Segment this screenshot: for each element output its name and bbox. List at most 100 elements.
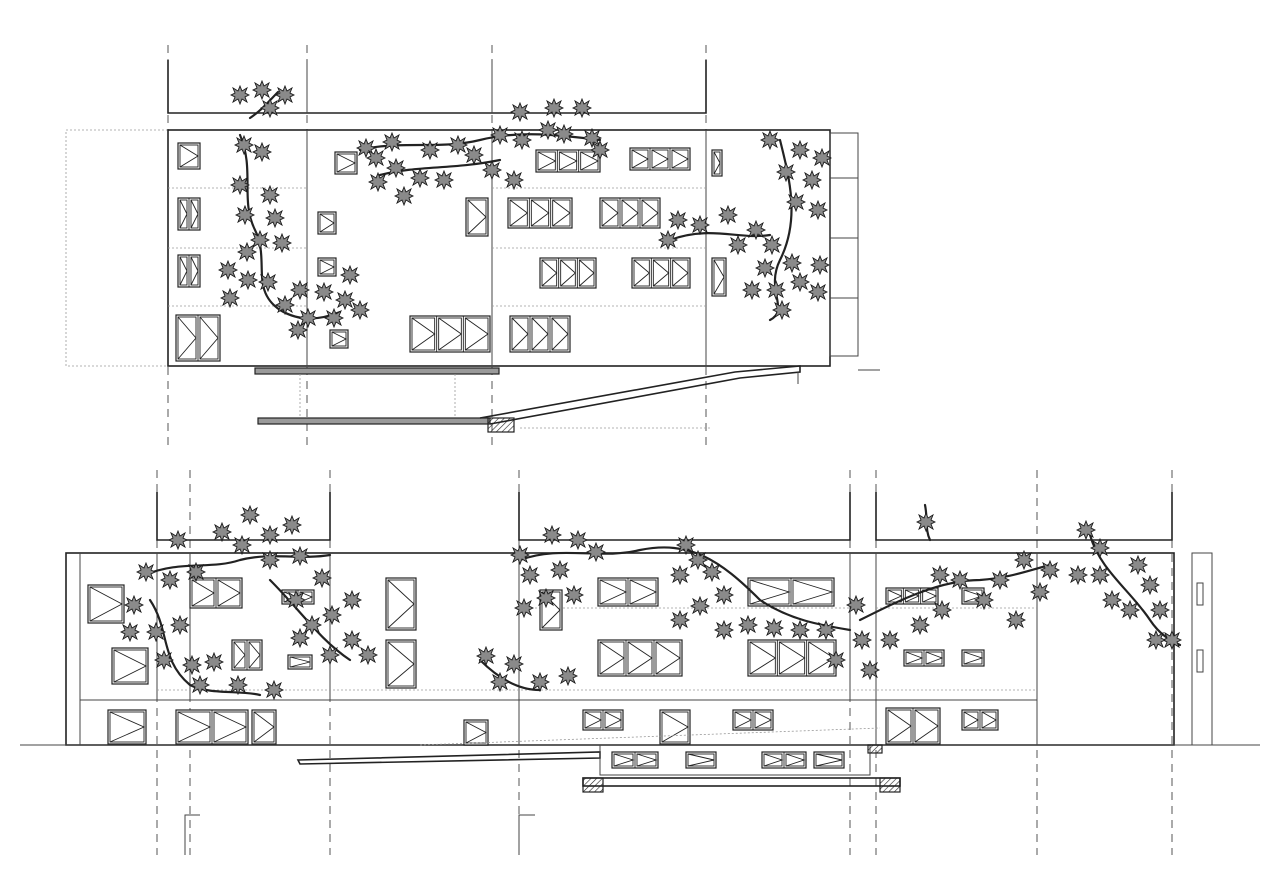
window xyxy=(409,315,491,353)
leaf-icon xyxy=(790,620,810,640)
leaf-icon xyxy=(790,140,810,160)
leaf-icon xyxy=(1150,600,1170,620)
leaf-icon xyxy=(586,542,606,562)
leaf-icon xyxy=(282,515,302,535)
leaf-icon xyxy=(324,308,344,328)
leaf-icon xyxy=(275,85,295,105)
window xyxy=(385,577,417,631)
leaf-icon xyxy=(536,588,556,608)
leaf-icon xyxy=(558,666,578,686)
leaf-icon xyxy=(1090,565,1110,585)
leaf-icon xyxy=(490,672,510,692)
window xyxy=(287,654,313,670)
window xyxy=(961,649,985,667)
leaf-icon xyxy=(448,135,468,155)
leaf-icon xyxy=(420,140,440,160)
leaf-icon xyxy=(234,135,254,155)
leaf-icon xyxy=(286,590,306,610)
leaf-icon xyxy=(880,630,900,650)
window xyxy=(539,589,563,631)
leaf-icon xyxy=(368,172,388,192)
leaf-icon xyxy=(252,80,272,100)
leaf-icon xyxy=(810,255,830,275)
window xyxy=(317,211,337,235)
leaf-icon xyxy=(186,562,206,582)
window xyxy=(463,719,489,746)
leaf-icon xyxy=(1014,550,1034,570)
leaf-icon xyxy=(394,186,414,206)
leaf-icon xyxy=(510,102,530,122)
leaf-icon xyxy=(1090,538,1110,558)
upper-neighbour-outline xyxy=(65,129,169,367)
leaf-icon xyxy=(288,320,308,340)
leaf-icon xyxy=(258,272,278,292)
window xyxy=(885,707,941,745)
leaf-icon xyxy=(766,280,786,300)
window xyxy=(599,197,661,229)
leaf-icon xyxy=(312,568,332,588)
leaf-icon xyxy=(572,98,592,118)
leaf-icon xyxy=(464,145,484,165)
leaf-icon xyxy=(542,525,562,545)
leaf-icon xyxy=(1030,582,1050,602)
window xyxy=(385,639,417,689)
leaf-icon xyxy=(760,130,780,150)
leaf-icon xyxy=(232,535,252,555)
leaf-icon xyxy=(252,142,272,162)
leaf-icon xyxy=(314,282,334,302)
leaf-icon xyxy=(230,85,250,105)
window xyxy=(761,751,807,769)
leaf-icon xyxy=(136,562,156,582)
leaf-icon xyxy=(124,595,144,615)
window xyxy=(747,577,835,607)
leaf-icon xyxy=(1040,560,1060,580)
leaf-icon xyxy=(272,233,292,253)
leaf-icon xyxy=(544,98,564,118)
leaf-icon xyxy=(120,622,140,642)
leaf-icon xyxy=(668,210,688,230)
leaf-icon xyxy=(564,585,584,605)
leaf-icon xyxy=(728,235,748,255)
leaf-icon xyxy=(690,596,710,616)
leaf-icon xyxy=(235,205,255,225)
leaf-icon xyxy=(260,185,280,205)
leaf-icon xyxy=(786,192,806,212)
window xyxy=(597,639,683,677)
leaf-icon xyxy=(386,158,406,178)
leaf-icon xyxy=(290,628,310,648)
leaf-icon xyxy=(776,162,796,182)
leaf-icon xyxy=(1102,590,1122,610)
leaf-icon xyxy=(342,590,362,610)
window xyxy=(629,147,691,171)
leaf-icon xyxy=(358,645,378,665)
leaf-icon xyxy=(320,645,340,665)
lower-roof-parapet xyxy=(156,492,1173,541)
leaf-icon xyxy=(1140,575,1160,595)
leaf-icon xyxy=(676,535,696,555)
leaf-icon xyxy=(290,280,310,300)
leaf-icon xyxy=(808,200,828,220)
leaf-icon xyxy=(718,205,738,225)
leaf-icon xyxy=(322,605,342,625)
leaf-icon xyxy=(504,654,524,674)
leaf-icon xyxy=(1146,630,1166,650)
upper-grid-axes xyxy=(167,45,707,445)
leaf-icon xyxy=(772,300,792,320)
leaf-icon xyxy=(168,530,188,550)
leaf-icon xyxy=(950,570,970,590)
leaf-icon xyxy=(366,148,386,168)
window xyxy=(631,257,691,289)
leaf-icon xyxy=(260,525,280,545)
leaf-icon xyxy=(190,675,210,695)
window xyxy=(465,197,489,237)
window xyxy=(535,149,601,173)
window xyxy=(251,709,277,745)
leaf-icon xyxy=(846,595,866,615)
leaf-icon xyxy=(520,565,540,585)
leaf-icon xyxy=(714,620,734,640)
window xyxy=(813,751,845,769)
leaf-icon xyxy=(670,565,690,585)
leaf-icon xyxy=(590,140,610,160)
leaf-icon xyxy=(350,300,370,320)
lower-elevation xyxy=(20,470,1260,855)
